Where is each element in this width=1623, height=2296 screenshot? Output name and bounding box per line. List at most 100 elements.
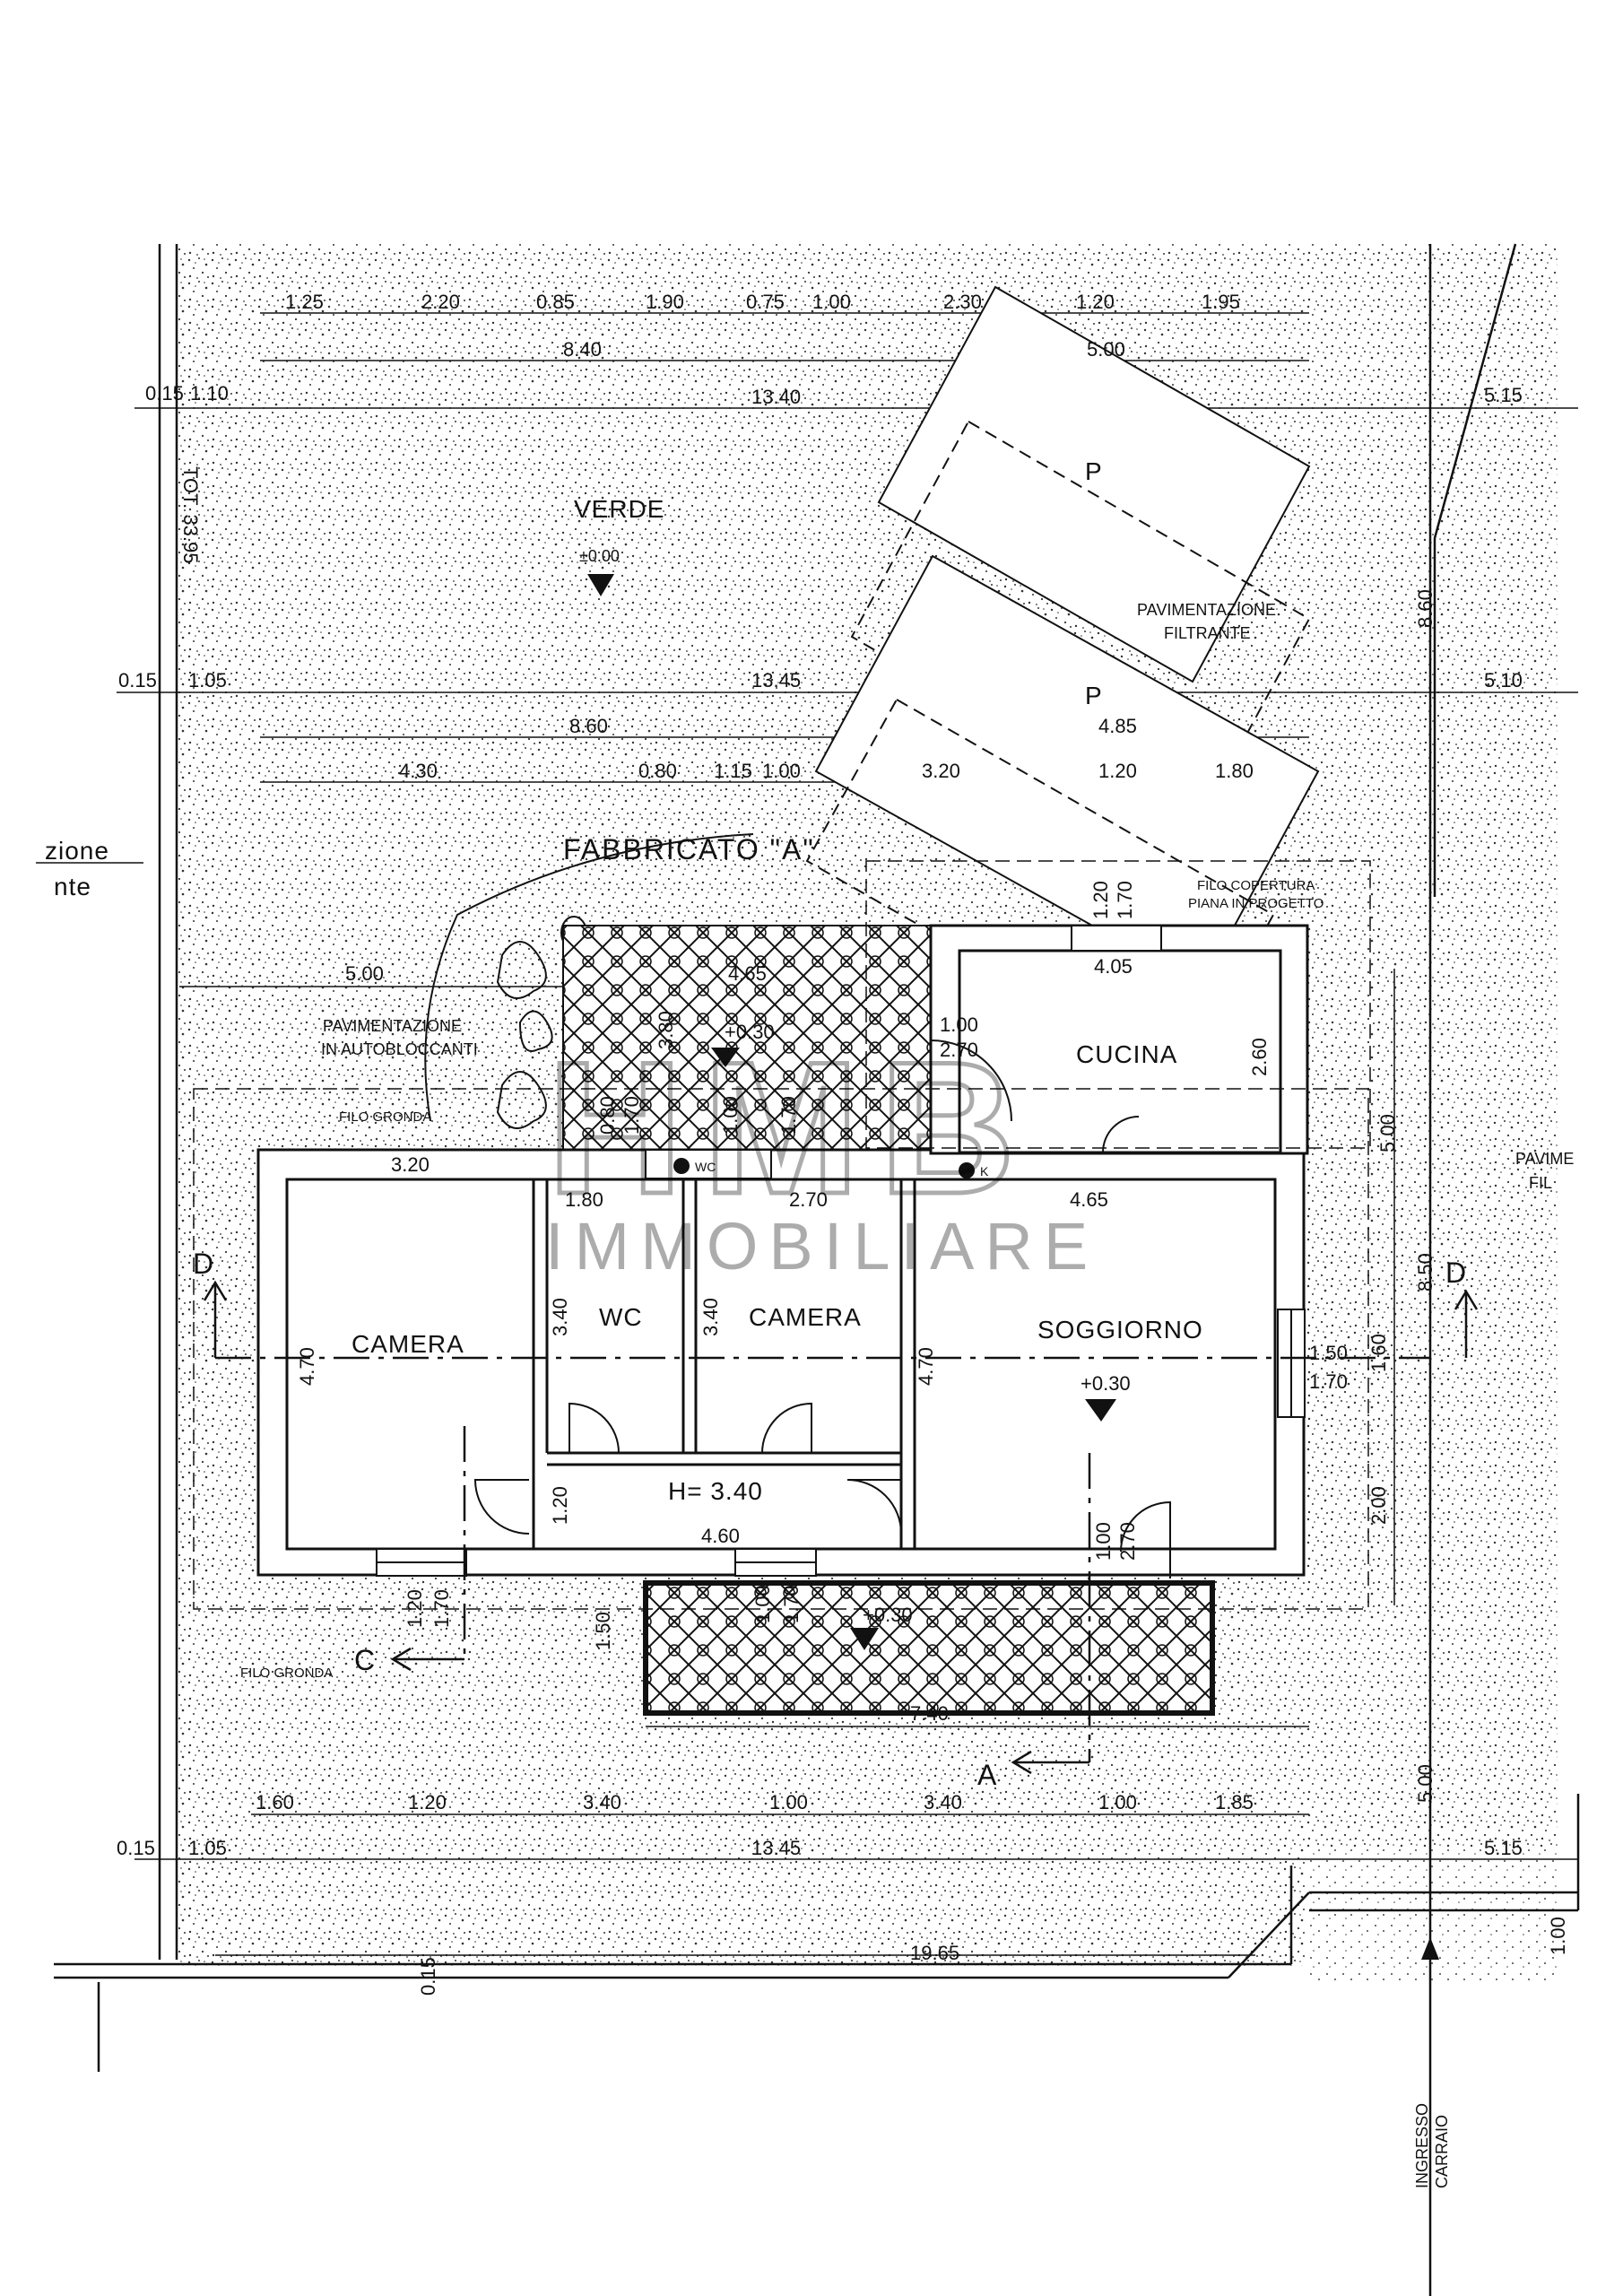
level-marker-icon [587,574,614,596]
level-front: +0.30 [863,1604,913,1626]
kitchen-fixture-icon [959,1162,975,1178]
dim-corr-120: 1.20 [549,1486,571,1525]
dim-cucina-100: 1.00 [940,1013,978,1036]
section-d-right-label: D [1445,1257,1468,1289]
section-a-label: A [977,1759,998,1791]
dim-bottom-4: 1.00 [769,1791,808,1813]
dim-465: 4.65 [1070,1188,1108,1211]
wc-fixture-icon [673,1158,690,1174]
dim-v-170b: 1.70 [777,1096,800,1135]
parking-p-label-2: P [1085,682,1103,709]
room-labels: CAMERA WC CAMERA SOGGIORNO CUCINA H= 3.4… [352,1021,1203,1650]
dim-top-2: 2.20 [421,291,460,313]
dim-cucina-270: 2.70 [940,1039,978,1061]
dim-left-015: 0.15 [417,1957,439,1996]
watermark: HMB IMMOBILIARE [545,1021,1098,1284]
dim-row4-a: 0.15 [118,669,157,691]
dim-garden-500: 5.00 [345,962,384,985]
dim-cucina-405: 4.05 [1094,955,1133,978]
dim-bottom-1: 1.60 [256,1791,294,1813]
dim-row2-left: 8.40 [563,338,602,361]
dim-camera2-340: 3.40 [699,1298,722,1336]
dim-row4-c: 13.45 [751,669,801,691]
level-soggiorno-icon [1085,1399,1116,1422]
level-rear: +0.30 [725,1021,775,1043]
building-walls [193,860,1371,1610]
courtyard-paving [562,925,1215,1716]
bush-icon [424,833,754,1129]
dim-top-9: 1.95 [1202,291,1240,313]
dim-top-6: 1.00 [812,291,851,313]
right-cut-label-1: PAVIME [1515,1150,1574,1168]
dim-bot-right: 5.15 [1484,1837,1523,1859]
ingresso-label-1: INGRESSO [1413,2103,1431,2188]
dim-court-380: 3.80 [655,1011,677,1049]
dim-corr-460: 4.60 [701,1525,740,1547]
dim-v-100: 1.00 [719,1096,742,1135]
dim-bot-100: 1.00 [1547,1917,1569,1955]
dim-right-vertical-mid: 8.50 [1414,1253,1436,1292]
kitchen-fixture-label: K [980,1164,989,1178]
dim-cucina-120: 1.20 [1089,881,1112,919]
dim-320: 3.20 [391,1153,430,1176]
left-cut-label-2: nte [54,873,91,900]
dim-sog-150: 1.50 [1309,1342,1348,1364]
dim-row3-b: 1.10 [190,382,229,404]
room-camera-left: CAMERA [352,1330,464,1358]
dim-v-080: 0.80 [596,1096,619,1135]
parking-p-label: P [1085,457,1103,485]
dim-b-150: 1.50 [592,1612,614,1650]
filo-gronda-top: FILO GRONDA [339,1109,431,1125]
dim-row4-b: 1.05 [188,669,227,691]
dim-row2-right: 5.00 [1087,338,1125,361]
dim-b-170: 1.70 [430,1589,453,1628]
room-cucina: CUCINA [1076,1040,1177,1068]
door-swings [473,1039,1171,1578]
left-cut-label-1: zione [45,837,109,865]
dim-top-5: 0.75 [746,291,785,313]
dim-right-500: 5.00 [1376,1114,1399,1152]
dim-row4-right: 5.10 [1484,669,1523,691]
level-rear-icon [711,1048,740,1067]
dim-top-3: 0.85 [536,291,575,313]
dim-row6-2: 0.80 [638,760,677,782]
watermark-text: IMMOBILIARE [545,1209,1098,1283]
dim-270: 2.70 [789,1188,828,1211]
dim-row5-right: 4.85 [1098,715,1137,737]
wc-fixture-label: WC [695,1160,716,1174]
windows [376,925,1306,1577]
room-wc: WC [599,1303,643,1331]
room-soggiorno: SOGGIORNO [1037,1316,1203,1344]
room-camera-mid: CAMERA [749,1303,862,1331]
dim-bottom-3: 3.40 [583,1791,621,1813]
dim-180: 1.80 [565,1188,603,1211]
dim-v-170a: 1.70 [621,1096,643,1135]
dim-cucina-170: 1.70 [1114,881,1136,919]
dim-row6-6: 1.20 [1098,760,1137,782]
dim-wc-340: 3.40 [549,1298,571,1336]
tot-label: TOT. 33.95 [179,466,202,563]
parking-stalls [805,285,1320,1078]
dim-b-740: 7.40 [910,1702,949,1725]
dim-row5-left: 8.60 [569,715,608,737]
dim-row3-c: 13.40 [751,386,801,408]
entrance-arrow-icon [1421,1937,1439,1960]
dimension-texts: 1.25 2.20 0.85 1.90 0.75 1.00 2.30 1.20 … [117,291,1569,1996]
dim-b-100: 1.00 [751,1585,774,1623]
dim-door-270: 2.70 [1116,1522,1139,1561]
dim-row3-right: 5.15 [1484,384,1523,406]
dim-bot-b: 1.05 [188,1837,227,1859]
paving-filtrante-line1: PAVIMENTAZIONE [1137,601,1276,619]
filo-gronda-bottom: FILO GRONDA [240,1665,333,1681]
dim-bottom-7: 1.85 [1215,1791,1254,1813]
dim-top-7: 2.30 [943,291,982,313]
dim-bot-c: 13.45 [751,1837,801,1859]
dim-sog-200: 2.00 [1367,1486,1390,1525]
corridor-height: H= 3.40 [668,1477,763,1505]
dim-row6-7: 1.80 [1215,760,1254,782]
level-front-icon [850,1628,879,1650]
paving-filtrante-line2: FILTRANTE [1164,624,1251,642]
dim-b-170b: 1.70 [780,1585,803,1623]
dim-cucina-260: 2.60 [1248,1038,1271,1076]
